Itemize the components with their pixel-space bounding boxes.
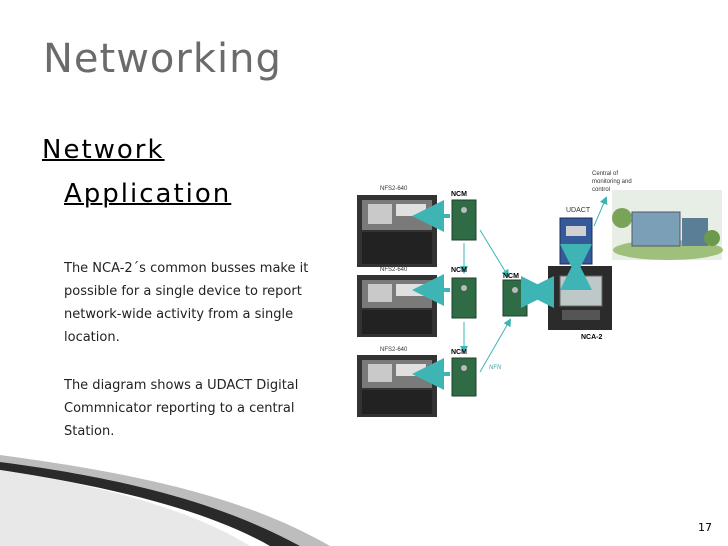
ncm-board-4 [502, 279, 528, 317]
central-label-3: control [592, 187, 610, 193]
ncm-board-3 [451, 357, 477, 397]
ncm-board-2 [451, 277, 477, 319]
fire-panel-3 [357, 355, 437, 417]
udact-label: UDACT [566, 207, 591, 214]
ncm-label-2: NCM [451, 267, 467, 274]
paragraph-nca-busses: The NCA-2´s common busses make it possib… [64, 261, 309, 345]
nca2-label: NCA-2 [581, 334, 602, 341]
panel-label-3: NFS2-640 [380, 347, 408, 353]
central-building [612, 190, 723, 260]
central-label-1: Central of [592, 171, 618, 177]
paragraph-udact: The diagram shows a UDACT Digital Commni… [64, 378, 299, 439]
page-number: 17 [698, 521, 712, 534]
central-label-2: monitoring and [592, 179, 632, 185]
nfn-label: NFN [489, 365, 502, 371]
ncm-label-1: NCM [451, 191, 467, 198]
panel-label-1: NFS2-640 [380, 186, 408, 192]
fire-panel-2 [357, 275, 437, 337]
panel-label-2: NFS2-640 [380, 267, 408, 273]
nca2-device [548, 266, 612, 330]
ncm-label-4: NCM [503, 273, 519, 280]
section-heading: Network Application [42, 128, 231, 216]
fire-panel-1 [357, 195, 437, 267]
heading-line-1: Network [42, 135, 165, 165]
udact-device [559, 217, 593, 265]
ncm-label-3: NCM [451, 349, 467, 356]
heading-line-2: Application [64, 179, 232, 209]
slide-title: Networking [43, 36, 282, 82]
ncm-board-1 [451, 199, 477, 241]
